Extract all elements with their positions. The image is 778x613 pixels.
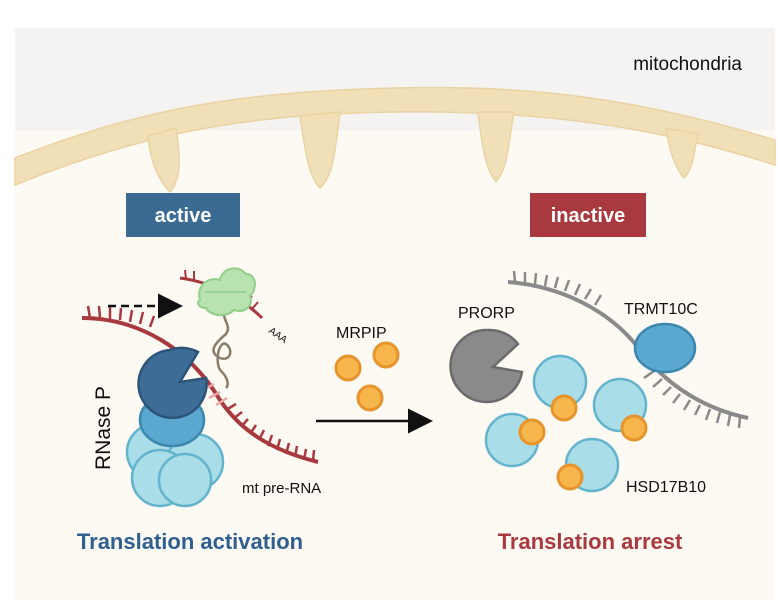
- crista-3: [477, 111, 515, 184]
- mitochondria-label: mitochondria: [633, 54, 742, 75]
- crista-2: [299, 111, 341, 190]
- mrpip-bound-4: [556, 463, 584, 491]
- active-badge: [126, 193, 240, 237]
- mrpip-bound-3: [518, 418, 546, 446]
- mt-pre-rna-label: mt pre-RNA: [242, 480, 321, 497]
- mrpip-molecule-1: [372, 341, 400, 369]
- mt-pre-rna-strand: [81, 316, 319, 464]
- active-badge-label: active: [155, 205, 212, 227]
- inactive-rna-ticks: [512, 270, 742, 429]
- trmt10c-inactive: [633, 322, 697, 374]
- prorp-inactive: [449, 328, 524, 404]
- inactive-badge-label: inactive: [551, 205, 625, 227]
- mrpip-bound-1: [550, 394, 578, 422]
- inner-membrane: [14, 86, 776, 187]
- mrpip-bound-2: [620, 414, 648, 442]
- caption-translation-arrest: Translation arrest: [498, 529, 683, 554]
- caption-translation-activation: Translation activation: [77, 529, 303, 554]
- mrpip-label: MRPIP: [336, 325, 387, 342]
- hsd17b10-subunit-4: [157, 452, 213, 508]
- crista-4: [665, 127, 699, 180]
- rnase-p-label: RNase P: [92, 386, 115, 470]
- trmt10c-label: TRMT10C: [624, 301, 698, 318]
- crista-1: [147, 127, 180, 194]
- prorp-active: [137, 346, 208, 420]
- prorp-label: PRORP: [458, 305, 515, 322]
- mt-pre-rna-ticks: [86, 305, 316, 462]
- inactive-badge: [530, 193, 646, 237]
- mrpip-molecule-3: [356, 384, 384, 412]
- mrpip-molecule-2: [334, 354, 362, 382]
- nascent-peptide: [212, 309, 232, 389]
- hsd17b10-label: HSD17B10: [626, 479, 706, 496]
